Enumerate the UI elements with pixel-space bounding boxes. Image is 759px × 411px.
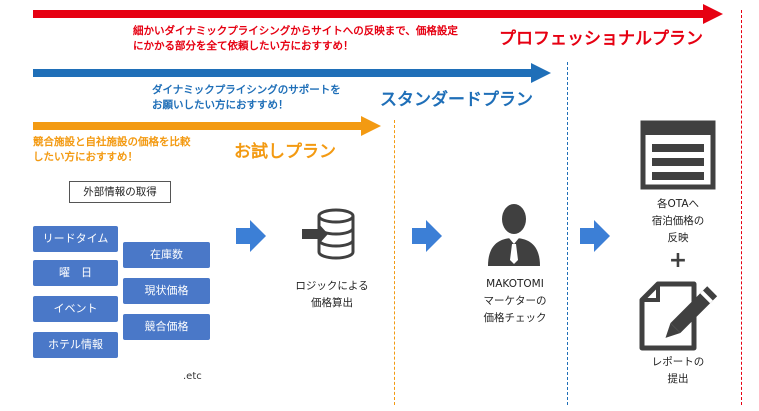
flow-arrow-icon: [412, 220, 442, 252]
report-step-label: レポートの 提出: [651, 356, 705, 385]
pro-plan-name: プロフェッショナルプラン: [499, 29, 703, 49]
standard-plan-description: ダイナミックプライシングのサポートを お願いしたい方におすすめ！: [152, 84, 341, 111]
marketer-step-label: MAKOTOMI マーケターの 価格チェック: [483, 278, 547, 324]
tag-hotel-info: ホテル情報: [33, 332, 118, 358]
edit-document-icon: [639, 281, 718, 351]
webpage-icon: [640, 120, 716, 190]
person-icon: [488, 204, 540, 266]
tag-event: イベント: [33, 296, 118, 322]
tag-day-of-week: 曜 日: [33, 260, 118, 286]
standard-plan-boundary: [567, 62, 568, 405]
logic-step-label: ロジックによる 価格算出: [295, 280, 369, 309]
etc-label: .etc: [183, 371, 202, 382]
inputs-title: 外部情報の取得: [69, 181, 171, 203]
flow-arrow-icon: [580, 220, 610, 252]
standard-plan-name: スタンダードプラン: [380, 90, 533, 110]
trial-plan-boundary: [394, 120, 395, 405]
trial-plan-description: 競合施設と自社施設の価格を比較 したい方におすすめ！: [33, 136, 191, 163]
ota-step-label: 各OTAへ 宿泊価格の 反映: [651, 198, 705, 244]
flow-arrow-icon: [236, 220, 266, 252]
tag-current-price: 現状価格: [123, 278, 210, 304]
database-icon: [302, 208, 355, 260]
tag-inventory: 在庫数: [123, 242, 210, 268]
tag-lead-time: リードタイム: [33, 226, 118, 252]
pro-plan-boundary: [741, 10, 742, 405]
tag-competitor-price: 競合価格: [123, 314, 210, 340]
trial-plan-name: お試しプラン: [234, 142, 336, 162]
plus-icon: +: [668, 248, 688, 273]
pro-plan-description: 細かいダイナミックプライシングからサイトへの反映まで、価格設定 にかかる部分を全…: [133, 25, 458, 52]
